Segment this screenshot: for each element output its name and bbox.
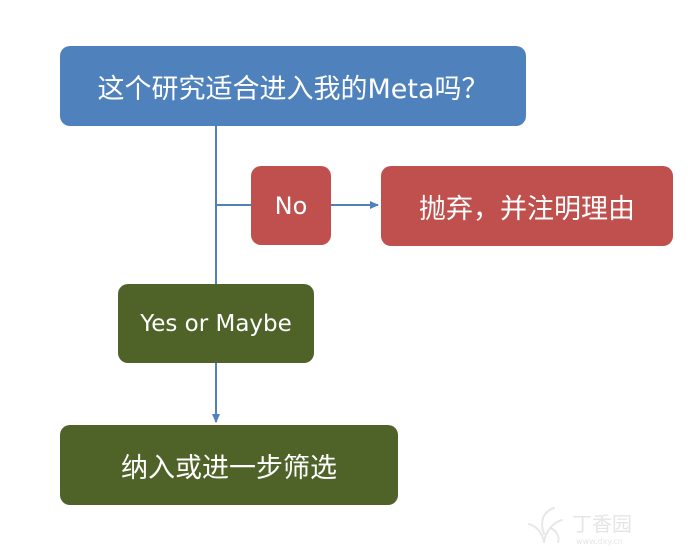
discard-action-text: 抛弃，并注明理由 <box>419 193 635 225</box>
include-action-text: 纳入或进一步筛选 <box>121 452 337 484</box>
dxy-watermark-logo: 丁香园 www.dxy.cn <box>528 507 632 546</box>
question-node: 这个研究适合进入我的Meta吗？ <box>60 46 526 126</box>
question-text: 这个研究适合进入我的Meta吗？ <box>97 73 489 105</box>
no-decision-node: No <box>251 166 331 245</box>
yes-decision-node: Yes or Maybe <box>118 284 314 363</box>
watermark-url: www.dxy.cn <box>576 537 623 546</box>
include-action-node: 纳入或进一步筛选 <box>60 425 398 505</box>
no-label: No <box>274 191 308 220</box>
yes-label: Yes or Maybe <box>140 310 292 337</box>
discard-action-node: 抛弃，并注明理由 <box>381 166 673 246</box>
watermark-brand: 丁香园 <box>572 512 632 536</box>
